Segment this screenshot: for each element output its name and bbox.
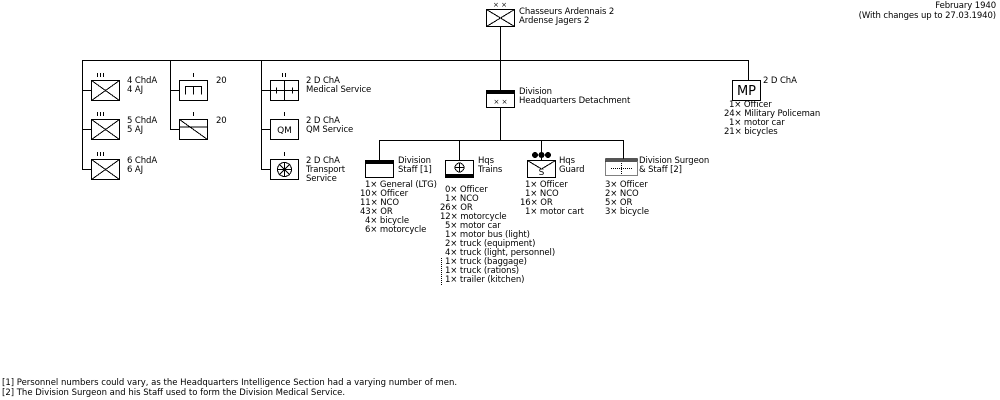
trains-item-11: 1× trailer (kitchen)	[445, 275, 525, 285]
trains-item-6: 1× motor bus (light)	[445, 230, 530, 240]
root-title-2: Ardense Jagers 2	[519, 16, 590, 26]
regiment-symbol-4	[91, 73, 120, 101]
trains-item-2: 1× NCO	[445, 194, 479, 204]
qm-service-symbol	[270, 112, 299, 140]
mp-unit-label: 2 D ChA	[763, 76, 797, 86]
root-title-1: Chasseurs Ardennais 2	[519, 7, 615, 17]
surgeon-label-a: Division Surgeon	[639, 156, 710, 166]
regiment-6-label-b: 6 AJ	[127, 165, 144, 175]
regiment-5-label-b: 5 AJ	[127, 125, 144, 135]
hq-detachment-symbol	[486, 90, 515, 108]
trains-item-3: 26× OR	[440, 203, 473, 213]
hqs-guard-label-b: Guard	[559, 165, 585, 175]
staff-item-5: 4× bicycle	[365, 216, 409, 226]
transport-service-label-a: 2 D ChA	[306, 156, 340, 166]
trains-item-1: 0× Officer	[445, 185, 488, 195]
trains-item-7: 2× truck (equipment)	[445, 239, 536, 249]
unit20-bridge-label: 20	[216, 76, 227, 86]
surgeon-item-2: 2× NCO	[605, 189, 639, 199]
regiment-5-label-a: 5 ChdA	[127, 116, 158, 126]
hqs-trains-symbol	[445, 160, 474, 178]
medical-service-symbol	[270, 73, 299, 101]
unit20-symbol-bridge	[179, 73, 208, 101]
regiment-6-label-a: 6 ChdA	[127, 156, 158, 166]
hq-detachment-label-2: Headquarters Detachment	[519, 96, 631, 106]
hq-detachment-label-1: Division	[519, 87, 552, 97]
mp-symbol-text: MP	[737, 84, 756, 99]
guard-item-1: 1× Officer	[525, 180, 568, 190]
hqs-guard-symbol	[527, 152, 556, 178]
date-label: February 1940	[935, 1, 996, 11]
regiment-4-label-b: 4 AJ	[127, 85, 144, 95]
division-staff-label-b: Staff [1]	[398, 165, 432, 175]
surgeon-item-1: 3× Officer	[605, 180, 648, 190]
footnote-1: [1] Personnel numbers could vary, as the…	[2, 378, 458, 388]
footnote-2: [2] The Division Surgeon and his Staff u…	[2, 388, 346, 398]
hq-detachment-size-marks: × ×	[494, 98, 508, 106]
staff-item-2: 10× Officer	[360, 189, 408, 199]
guard-symbol-text: S	[539, 168, 545, 178]
staff-item-3: 11× NCO	[360, 198, 399, 208]
guard-item-4: 1× motor cart	[525, 207, 584, 217]
mp-symbol	[732, 80, 761, 101]
qm-service-label-b: QM Service	[306, 125, 354, 135]
regiment-symbol-5	[91, 112, 120, 140]
surgeon-staff-symbol	[605, 158, 638, 176]
hqs-trains-label-a: Hqs	[478, 156, 494, 166]
transport-service-label-c: Service	[306, 174, 337, 184]
hqs-guard-label-a: Hqs	[559, 156, 575, 166]
hqs-trains-label-b: Trains	[478, 165, 503, 175]
qm-service-label-a: 2 D ChA	[306, 116, 340, 126]
changes-label: (With changes up to 27.03.1940)	[858, 11, 996, 21]
surgeon-label-b: & Staff [2]	[639, 165, 682, 175]
unit20-engineer-label: 20	[216, 116, 227, 126]
mp-item-2: 24× Military Policeman	[724, 109, 821, 119]
guard-item-3: 16× OR	[520, 198, 553, 208]
mp-item-1: 1× Officer	[729, 100, 772, 110]
regiment-4-label-a: 4 ChdA	[127, 76, 158, 86]
trains-item-4: 12× motorcycle	[440, 212, 507, 222]
transport-service-label-b: Transport	[306, 165, 345, 175]
trains-item-5: 5× motor car	[445, 221, 501, 231]
staff-item-1: 1× General (LTG)	[365, 180, 437, 190]
qm-symbol-text: QM	[277, 126, 292, 136]
medical-service-label-b: Medical Service	[306, 85, 372, 95]
medical-service-label-a: 2 D ChA	[306, 76, 340, 86]
surgeon-item-4: 3× bicycle	[605, 207, 649, 217]
surgeon-item-3: 5× OR	[605, 198, 633, 208]
regiment-symbol-6	[91, 152, 120, 180]
division-staff-label-a: Division	[398, 156, 431, 166]
svg-text:× ×: × ×	[493, 1, 507, 9]
mp-item-4: 21× bicycles	[724, 127, 778, 137]
trains-item-8: 4× truck (light, personnel)	[445, 248, 556, 258]
transport-service-symbol	[270, 152, 299, 180]
unit20-symbol-engineer	[179, 112, 208, 140]
trains-item-10: 1× truck (rations)	[445, 266, 519, 276]
mp-item-3: 1× motor car	[729, 118, 785, 128]
staff-item-6: 6× motorcycle	[365, 225, 427, 235]
division-staff-symbol	[365, 160, 394, 178]
trains-item-9: 1× truck (baggage)	[445, 257, 527, 267]
guard-item-2: 1× NCO	[525, 189, 559, 199]
root-division-symbol: × ×	[486, 1, 515, 27]
staff-item-4: 43× OR	[360, 207, 393, 217]
